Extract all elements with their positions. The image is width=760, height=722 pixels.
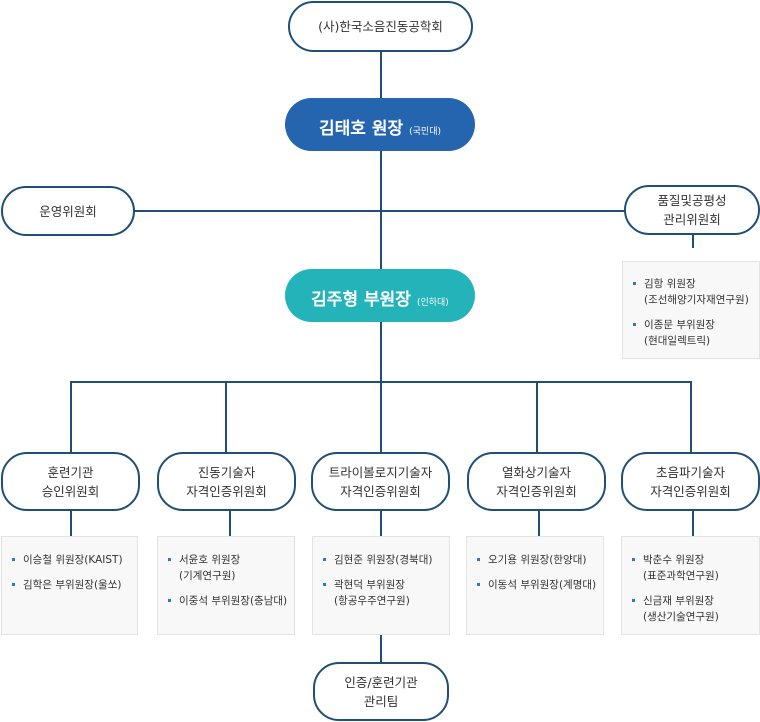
quality-committee-members: 김항 위원장 (조선해양기자재연구원) 이종문 부위원장 (현대일렉트릭) (622, 261, 760, 359)
committee-members-tribology: 김현준 위원장(경북대) 곽현덕 부위원장 (항공우주연구원) (312, 536, 450, 635)
vice-director-name: 김주형 부원장 (311, 290, 411, 310)
connector-branch-2 (225, 381, 227, 453)
connector-quality-down (692, 234, 694, 248)
member-item: 이동석 부위원장(계명대) (477, 577, 596, 593)
vice-director-affiliation: (인하대) (416, 298, 449, 308)
vice-director-node: 김주형 부원장 (인하대) (285, 269, 475, 322)
quality-committee-label-2: 관리위원회 (663, 212, 721, 227)
operating-committee-label: 운영위원회 (39, 203, 97, 219)
quality-committee-node: 품질및공평성 관리위원회 (624, 185, 760, 235)
connector-horizontal-committees (134, 210, 627, 212)
committee-members-thermography: 오기용 위원장(한양대) 이동석 부위원장(계명대) (466, 536, 604, 635)
member-item: 이승철 위원장(KAIST) (12, 552, 129, 568)
director-name: 김태호 원장 (319, 119, 404, 139)
member-item: 김현준 위원장(경북대) (323, 552, 441, 568)
member-item: 이중석 부위원장(충남대) (168, 593, 287, 609)
connector-box-4 (538, 510, 540, 536)
director-node: 김태호 원장 (국민대) (285, 98, 475, 151)
connector-branch-1 (70, 381, 72, 453)
org-node-society-label: (사)한국소음진동공학회 (318, 19, 443, 34)
committee-members-ultrasound: 박춘수 위원장 (표준과학연구원) 신금재 부위원장 (생산기술연구원) (621, 536, 760, 635)
member-item: 곽현덕 부위원장 (항공우주연구원) (323, 577, 441, 609)
committee-node-thermography: 열화상기술자 자격인증위원회 (467, 452, 606, 511)
connector-team (380, 634, 382, 662)
committee-node-training: 훈련기관 승인위원회 (1, 452, 140, 511)
committee-node-vibration: 진동기술자 자격인증위원회 (157, 452, 296, 511)
member-item: 이종문 부위원장 (현대일렉트릭) (633, 317, 751, 349)
connector-branch-3 (380, 381, 382, 453)
connector-top (380, 51, 382, 99)
quality-committee-label-1: 품질및공평성 (657, 193, 727, 208)
org-node-society: (사)한국소음진동공학회 (288, 1, 473, 52)
connector-branch-4 (536, 381, 538, 453)
connector-box-3 (380, 510, 382, 536)
member-item: 오기용 위원장(한양대) (477, 552, 595, 568)
member-item: 박춘수 위원장 (표준과학연구원) (632, 552, 751, 584)
member-item: 김항 위원장 (조선해양기자재연구원) (633, 276, 751, 308)
committee-node-tribology: 트라이볼로지기술자 자격인증위원회 (311, 452, 450, 511)
member-item: 신금재 부위원장 (생산기술연구원) (632, 593, 751, 625)
operating-committee-node: 운영위원회 (1, 186, 135, 236)
connector-branch-5 (690, 381, 692, 453)
committee-node-ultrasound: 초음파기술자 자격인증위원회 (621, 452, 760, 511)
director-affiliation: (국민대) (409, 127, 441, 137)
member-item: 김학은 부위원장(울쏘) (12, 577, 129, 593)
connector-box-5 (692, 510, 694, 536)
member-item: 서윤호 위원장 (기계연구원) (168, 552, 286, 584)
committee-members-vibration: 서윤호 위원장 (기계연구원) 이중석 부위원장(충남대) (157, 536, 295, 635)
connector-box-2 (229, 510, 231, 536)
committee-members-training: 이승철 위원장(KAIST) 김학은 부위원장(울쏘) (1, 536, 138, 635)
management-team-node: 인증/훈련기관 관리팀 (313, 662, 449, 721)
connector-vice-down (380, 321, 382, 382)
connector-box-1 (70, 510, 72, 536)
